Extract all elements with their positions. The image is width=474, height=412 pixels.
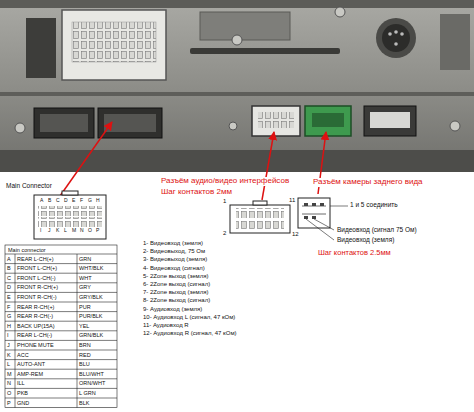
pin-description: 4- Видеовход (сигнал) bbox=[143, 265, 205, 272]
pin-description: 5- 2Zone выход (земля) bbox=[143, 273, 208, 280]
table-cell: AUTO-ANT bbox=[17, 361, 45, 367]
pin-description: 10- Аудиовход L (сигнал, 47 кОм) bbox=[143, 314, 235, 321]
connector-title: Main Connector bbox=[6, 182, 52, 189]
table-cell: WHT bbox=[79, 275, 92, 281]
av-connector-drawing bbox=[230, 205, 290, 233]
pin-letter: E bbox=[72, 198, 75, 204]
red-heading: Шаг контактов 2мм bbox=[160, 188, 233, 197]
main-connector-drawing bbox=[34, 195, 106, 239]
table-cell: I bbox=[7, 332, 9, 338]
table-cell: BACK UP(15A) bbox=[17, 323, 55, 329]
pin-letter: C bbox=[56, 198, 60, 204]
table-cell: BLK bbox=[79, 400, 89, 406]
pin-letter: D bbox=[64, 198, 68, 204]
table-cell: GRN/BLK bbox=[79, 332, 103, 338]
pin-description: Видеовход (земля) bbox=[337, 236, 394, 243]
pin-letter: N bbox=[80, 228, 84, 234]
pin-letter: I bbox=[40, 228, 41, 234]
pin-letter: G bbox=[88, 198, 92, 204]
table-cell: GRY/BLK bbox=[79, 294, 103, 300]
pin-description: 3- Видеовыход (земля) bbox=[143, 256, 207, 263]
pin-description: Видеовход (сигнал 75 Ом) bbox=[337, 226, 417, 233]
table-cell: J bbox=[7, 342, 10, 348]
table-cell: ACC bbox=[17, 352, 29, 358]
table-cell: BLU/WHT bbox=[79, 371, 104, 377]
red-heading: Шаг контактов 2.5мм bbox=[318, 249, 391, 257]
pin-letter: O bbox=[88, 228, 92, 234]
table-header: Main connector bbox=[8, 247, 46, 253]
table-cell: D bbox=[7, 284, 11, 290]
table-cell: FRONT R-CH(-) bbox=[17, 294, 57, 300]
table-cell: G bbox=[7, 313, 11, 319]
table-cell: RED bbox=[79, 352, 91, 358]
table-cell: L GRN bbox=[79, 390, 96, 396]
table-cell: REAR R-CH(+) bbox=[17, 304, 54, 310]
table-cell: FRONT L-CH(+) bbox=[17, 265, 57, 271]
table-cell: GRN bbox=[79, 256, 91, 262]
red-heading: Разъём камеры заднего вида bbox=[312, 178, 424, 187]
pin-description: 1- Видеовход (земля) bbox=[143, 240, 203, 247]
pin-number: 1 bbox=[223, 198, 226, 205]
table-cell: E bbox=[7, 294, 11, 300]
pin-letter: A bbox=[40, 198, 43, 204]
table-cell: A bbox=[7, 256, 11, 262]
pin-letter: M bbox=[72, 228, 76, 234]
pin-letter: J bbox=[48, 228, 51, 234]
table-cell: O bbox=[7, 390, 11, 396]
pin-table bbox=[5, 245, 117, 408]
table-cell: BRN bbox=[79, 342, 91, 348]
note: 1 и 5 соединить bbox=[350, 201, 398, 208]
pin-description: 6- 2Zone выход (сигнал) bbox=[143, 281, 210, 288]
pin-description: 2- Видеовыход, 75 Ом bbox=[143, 248, 205, 255]
table-cell: REAR L-CH(-) bbox=[17, 332, 52, 338]
table-cell: WHT/BLK bbox=[79, 265, 103, 271]
pin-number: 11 bbox=[289, 197, 295, 204]
table-cell: REAR L-CH(+) bbox=[17, 256, 54, 262]
table-cell: GND bbox=[17, 400, 29, 406]
table-cell: BLU bbox=[79, 361, 90, 367]
table-cell: FRONT L-CH(-) bbox=[17, 275, 56, 281]
table-cell: K bbox=[7, 352, 11, 358]
table-cell: PHONE MUTE bbox=[17, 342, 54, 348]
pin-letter: P bbox=[96, 228, 99, 234]
pin-description: 11- Аудиовход R bbox=[143, 322, 189, 329]
table-cell: REAR R-CH(-) bbox=[17, 313, 53, 319]
table-cell: ILL bbox=[17, 380, 25, 386]
table-cell: C bbox=[7, 275, 11, 281]
red-heading: Разъём аудио/видео интерфейсов bbox=[160, 177, 290, 186]
table-cell: P bbox=[7, 400, 11, 406]
table-cell: B bbox=[7, 265, 11, 271]
pin-letter: H bbox=[96, 198, 100, 204]
main-connector-photo bbox=[62, 10, 166, 80]
table-cell: PUR/BLK bbox=[79, 313, 103, 319]
pin-number: 12 bbox=[292, 231, 299, 238]
table-cell: GRY bbox=[79, 284, 91, 290]
unit-photo bbox=[0, 0, 474, 172]
pin-letter: B bbox=[48, 198, 51, 204]
pin-letter: F bbox=[80, 198, 83, 204]
table-cell: PKB bbox=[17, 390, 28, 396]
pin-description: 7- 2Zone выход (земля) bbox=[143, 289, 208, 296]
pin-description: 9- Аудиовход (земля) bbox=[143, 306, 202, 313]
pin-letter: L bbox=[64, 228, 67, 234]
table-cell: L bbox=[7, 361, 10, 367]
camera-connector-drawing bbox=[298, 198, 330, 228]
table-cell: YEL bbox=[79, 323, 89, 329]
table-cell: M bbox=[7, 371, 12, 377]
table-cell: F bbox=[7, 304, 10, 310]
pin-description: 12- Аудиовход R (сигнал, 47 кОм) bbox=[143, 330, 237, 337]
table-cell: H bbox=[7, 323, 11, 329]
table-cell: PUR bbox=[79, 304, 91, 310]
pin-letter: K bbox=[56, 228, 59, 234]
table-cell: FRONT R-CH(+) bbox=[17, 284, 58, 290]
table-cell: AMP-REM bbox=[17, 371, 43, 377]
pin-number: 2 bbox=[223, 230, 226, 237]
table-cell: ORN/WHT bbox=[79, 380, 105, 386]
pin-description: 8- 2Zone выход (сигнал) bbox=[143, 297, 210, 304]
table-cell: N bbox=[7, 380, 11, 386]
